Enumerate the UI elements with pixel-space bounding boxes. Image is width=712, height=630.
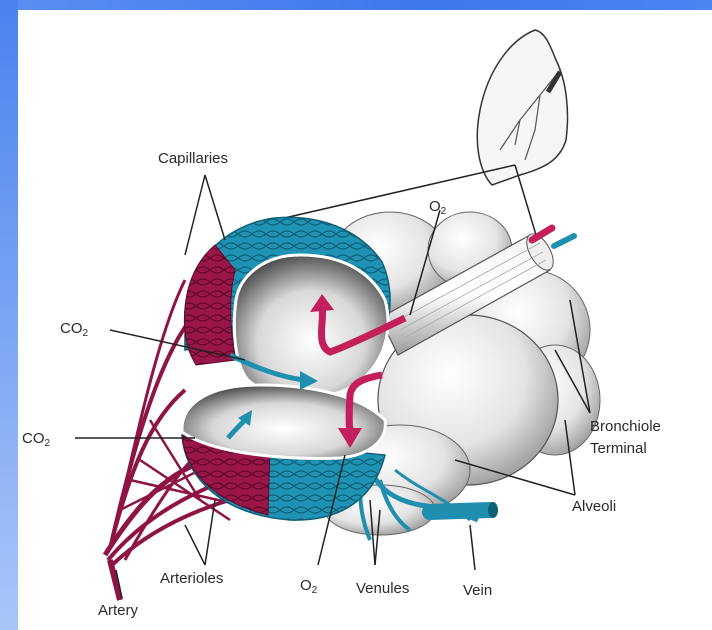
label-o2-top: O2 [429,198,446,221]
left-border [0,0,18,630]
label-co2-upper: CO2 [60,320,88,343]
label-capillaries: Capillaries [158,150,228,168]
label-venules: Venules [356,580,409,598]
label-bronchiole: Bronchiole [590,418,661,436]
label-co2-lower: CO2 [22,430,50,453]
top-border [0,0,712,10]
diagram-canvas: Capillaries Bronchiole Terminal Alveoli … [18,10,712,630]
label-artery: Artery [98,602,138,620]
label-o2-bottom: O2 [300,577,317,600]
label-alveoli: Alveoli [572,498,616,516]
label-terminal: Terminal [590,440,647,458]
label-arterioles: Arterioles [160,570,223,588]
capillary-sphere-upper [185,217,390,397]
label-vein: Vein [463,582,492,600]
alveoli-illustration [18,10,712,630]
lung-inset-icon [477,30,567,185]
vein [430,502,498,518]
